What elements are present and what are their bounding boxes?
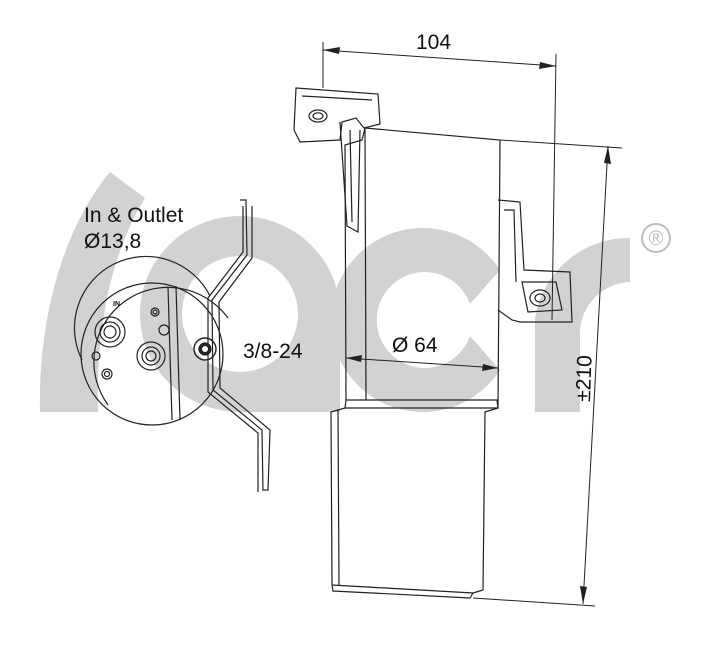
registered-mark-text: ® <box>649 228 664 250</box>
width-dimension-line <box>322 49 557 67</box>
height-label: ±210 <box>572 355 597 402</box>
drier-body <box>293 87 573 599</box>
height-dimension-line <box>582 145 609 605</box>
width-label: 104 <box>416 31 451 54</box>
body-diameter-label: Ø 64 <box>392 334 438 357</box>
diameter-dimension-line <box>345 357 499 369</box>
watermark-letter-a <box>140 216 340 412</box>
watermark-swoosh <box>39 172 145 412</box>
watermark-letter-c <box>330 227 500 413</box>
height-extension-top <box>499 139 623 149</box>
lower-mount <box>497 199 573 323</box>
registered-mark: ® <box>641 223 671 253</box>
fitting-detail <box>73 199 271 492</box>
out-port <box>136 341 166 371</box>
detail-circle <box>73 255 229 406</box>
inlet-outlet-diameter: Ø13,8 <box>84 230 141 253</box>
watermark-letter-r <box>535 237 630 412</box>
side-bracket <box>193 199 271 492</box>
upper-mount <box>293 87 381 234</box>
width-extension-right <box>551 53 557 321</box>
in-marker: IN <box>113 301 120 308</box>
height-extension-bottom <box>472 597 596 607</box>
inlet-outlet-title: In & Outlet <box>84 204 183 227</box>
in-port <box>94 316 126 348</box>
acr-watermark-logo <box>39 172 630 413</box>
dimension-lines <box>322 42 623 607</box>
thread-label: 3/8-24 <box>243 340 303 363</box>
